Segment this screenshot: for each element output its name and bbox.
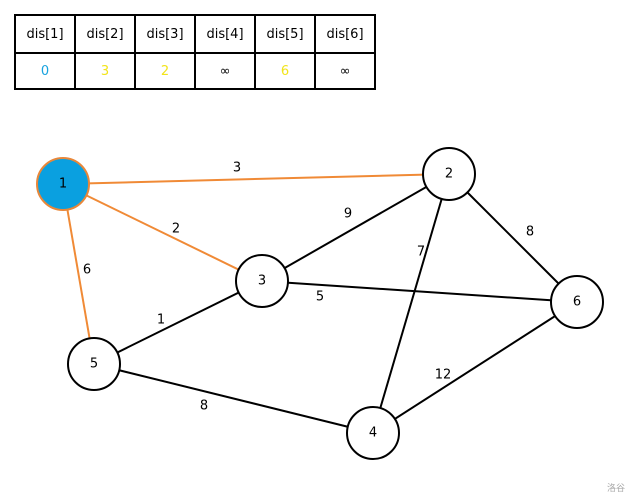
node-2: 2 xyxy=(422,147,476,201)
node-5: 5 xyxy=(67,337,121,391)
edge-weight-1-3: 2 xyxy=(172,222,180,237)
distance-table: dis[1] dis[2] dis[3] dis[4] dis[5] dis[6… xyxy=(14,14,376,90)
edge-weight-2-4: 7 xyxy=(417,245,425,260)
header-dis-4: dis[4] xyxy=(194,14,256,54)
edge-weight-3-6: 5 xyxy=(316,290,324,305)
value-dis-2: 3 xyxy=(74,52,136,90)
distance-table-value-row: 0 3 2 ∞ 6 ∞ xyxy=(14,52,376,90)
edge-1-2 xyxy=(62,173,450,185)
header-dis-2: dis[2] xyxy=(74,14,136,54)
edge-weight-1-5: 6 xyxy=(83,263,91,278)
node-label-4: 4 xyxy=(369,426,377,441)
node-label-1: 1 xyxy=(59,177,67,192)
edge-weight-2-6: 8 xyxy=(526,225,534,240)
node-circle-3 xyxy=(235,254,289,308)
edge-2-4 xyxy=(372,173,450,434)
header-dis-6: dis[6] xyxy=(314,14,376,54)
edge-1-5 xyxy=(62,183,95,365)
edge-4-6 xyxy=(372,301,578,434)
edge-1-3 xyxy=(62,183,263,282)
value-dis-4: ∞ xyxy=(194,52,256,90)
value-dis-1: 0 xyxy=(14,52,76,90)
node-circle-1 xyxy=(36,157,90,211)
value-dis-3: 2 xyxy=(134,52,196,90)
edge-weight-3-2: 9 xyxy=(344,207,352,222)
watermark-text: 洛谷 xyxy=(606,484,625,494)
node-label-3: 3 xyxy=(258,274,266,289)
value-dis-6: ∞ xyxy=(314,52,376,90)
edge-labels-layer: 3 2 6 9 8 7 5 1 8 12 xyxy=(83,161,534,414)
node-circle-6 xyxy=(550,275,604,329)
node-circle-5 xyxy=(67,337,121,391)
edge-weight-1-2: 3 xyxy=(233,161,241,176)
edge-5-4 xyxy=(93,363,374,434)
node-label-5: 5 xyxy=(90,357,98,372)
node-4: 4 xyxy=(346,406,400,460)
header-dis-5: dis[5] xyxy=(254,14,316,54)
edge-weight-5-4: 8 xyxy=(200,399,208,414)
edge-2-6 xyxy=(448,173,578,303)
value-dis-5: 6 xyxy=(254,52,316,90)
node-3: 3 xyxy=(235,254,289,308)
node-circle-2 xyxy=(422,147,476,201)
edge-weight-4-6: 12 xyxy=(435,368,452,383)
edges-layer xyxy=(62,173,578,434)
edge-weight-5-3: 1 xyxy=(157,313,165,328)
node-circle-4 xyxy=(346,406,400,460)
edge-5-3 xyxy=(93,280,263,365)
distance-table-header-row: dis[1] dis[2] dis[3] dis[4] dis[5] dis[6… xyxy=(14,14,376,54)
node-1: 1 xyxy=(36,157,90,211)
edge-3-2 xyxy=(261,173,450,282)
node-label-2: 2 xyxy=(445,167,453,182)
header-dis-1: dis[1] xyxy=(14,14,76,54)
node-label-6: 6 xyxy=(573,295,581,310)
node-6: 6 xyxy=(550,275,604,329)
header-dis-3: dis[3] xyxy=(134,14,196,54)
edge-3-6 xyxy=(261,280,578,303)
